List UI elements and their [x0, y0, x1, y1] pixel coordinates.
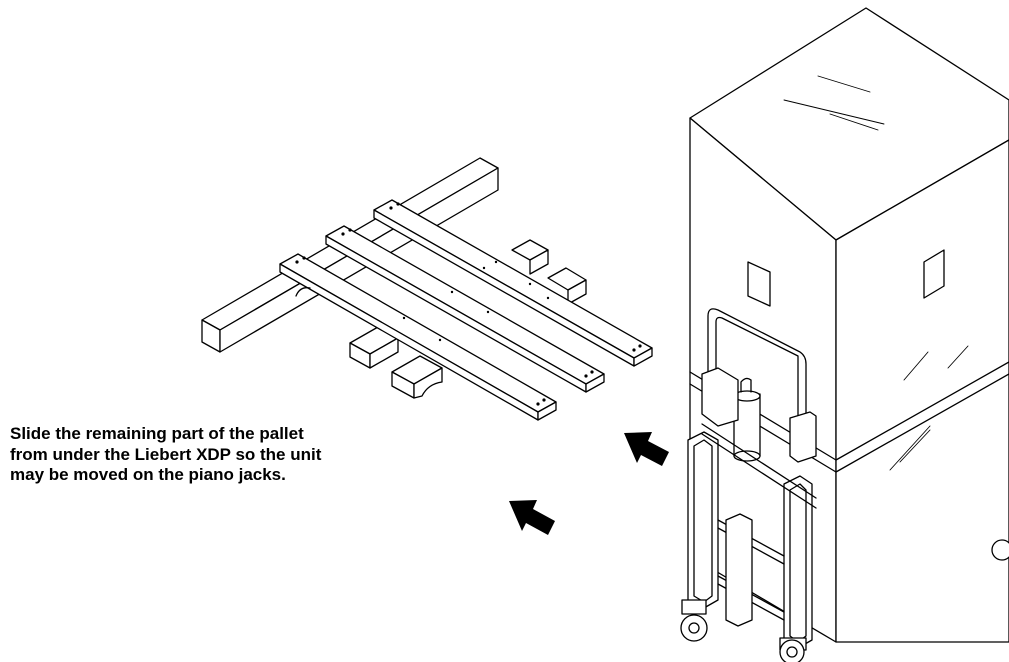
instruction-line-2: from under the Liebert XDP so the unit	[10, 444, 322, 464]
instruction-line-1: Slide the remaining part of the pallet	[10, 424, 304, 443]
instruction-line-3: may be moved on the piano jacks.	[10, 465, 286, 484]
pallet-block-3	[511, 239, 549, 275]
piano-jack-wheel-left	[680, 599, 708, 642]
pallet-nail-holes	[295, 202, 642, 406]
pallet-board-front	[279, 253, 557, 421]
piano-jack-wheel-right	[779, 637, 807, 662]
pallet	[201, 157, 653, 421]
pallet-block-2	[391, 355, 443, 399]
pallet-block-1	[349, 326, 399, 369]
liebert-xdp-unit	[689, 7, 1009, 643]
unit-label-right	[923, 249, 945, 299]
piano-jack	[680, 308, 817, 662]
unit-label-left	[747, 261, 771, 307]
pallet-board-back	[373, 199, 653, 367]
pallet-board-middle	[325, 225, 605, 393]
slide-arrow-upper	[624, 432, 669, 466]
instruction-text: Slide the remaining part of the pallet f…	[10, 424, 322, 486]
slide-arrow-lower	[509, 500, 555, 535]
